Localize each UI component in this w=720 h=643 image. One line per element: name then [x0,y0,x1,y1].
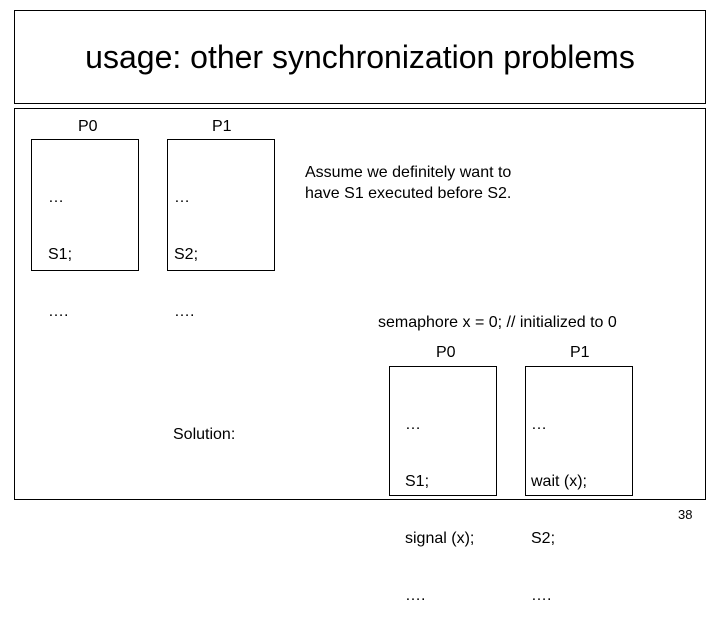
top-p1-label: P1 [212,118,232,135]
slide-title: usage: other synchronization problems [85,38,635,75]
code-line: …. [48,303,69,320]
code-line: …. [405,587,426,604]
code-line: … [531,416,547,433]
code-line: S2; [174,246,199,263]
semaphore-declaration: semaphore x = 0; // initialized to 0 [378,314,617,331]
solution-p1-label: P1 [570,344,590,361]
code-line: S1; [405,473,430,490]
code-line: signal (x); [405,530,475,547]
code-line: S1; [48,246,73,263]
code-line: … [48,189,64,206]
note-line: have S1 executed before S2. [305,185,512,202]
assumption-note: Assume we definitely want to have S1 exe… [305,162,511,204]
top-p1-code-box: … S2; …. [167,139,275,320]
code-line: … [174,189,190,206]
page-number: 38 [678,507,693,522]
top-p0-code-box: … S1; …. [31,139,139,320]
top-p1-code: … S2; …. [174,150,198,359]
code-line: wait (x); [531,473,587,490]
solution-p0-label: P0 [436,344,456,361]
solution-p1-code: … wait (x); S2; …. [531,377,587,643]
code-line: …. [174,303,195,320]
solution-p0-code-box: … S1; signal (x); …. [389,366,497,604]
top-p0-code: … S1; …. [48,150,72,359]
code-line: … [405,416,421,433]
solution-p0-code: … S1; signal (x); …. [405,377,474,643]
top-p0-label: P0 [78,118,98,135]
solution-p1-code-box: … wait (x); S2; …. [525,366,633,604]
code-line: S2; [531,530,556,547]
slide-content-box [14,108,706,500]
note-line: Assume we definitely want to [305,164,512,181]
code-line: …. [531,587,552,604]
solution-label: Solution: [173,426,236,443]
slide-title-box: usage: other synchronization problems [14,10,706,104]
